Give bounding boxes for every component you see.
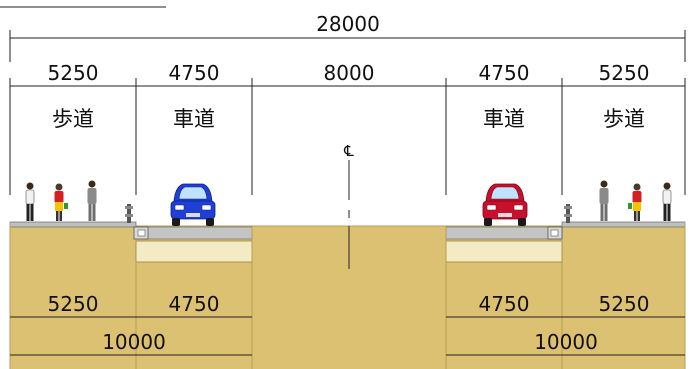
- ground-fill: [10, 226, 685, 369]
- road-pavement-right: [445, 226, 563, 240]
- person-icon: [662, 182, 672, 221]
- curb-inner-right: [550, 229, 559, 237]
- centerline-symbol: ℄: [343, 142, 354, 160]
- person-icon: [87, 180, 97, 221]
- car-icon: [170, 183, 216, 226]
- sidewalk-surface-right: [561, 221, 686, 228]
- person-icon: [628, 183, 642, 221]
- segment-dimensions: 5250 4750 8000 4750 5250: [9, 61, 686, 195]
- segment-width-sidewalk-right: 5250: [599, 61, 650, 85]
- zone-label-roadway-left: 車道: [173, 107, 215, 131]
- guard-post-icon: [125, 204, 133, 223]
- segment-width-median: 8000: [324, 61, 375, 85]
- person-icon: [599, 180, 609, 221]
- segment-width-roadway-left: 4750: [169, 61, 220, 85]
- zone-label-roadway-right: 車道: [483, 107, 525, 131]
- bottom-width-half-right: 10000: [534, 330, 598, 354]
- guard-post-icon: [564, 204, 572, 223]
- bottom-width-roadway-right: 4750: [479, 292, 530, 316]
- segment-width-sidewalk-left: 5250: [48, 61, 99, 85]
- bottom-width-sidewalk-left: 5250: [48, 292, 99, 316]
- person-icon: [54, 183, 68, 221]
- ground-section: [9, 221, 686, 369]
- curb-inner-left: [137, 229, 146, 237]
- base-course-left: [135, 240, 253, 263]
- base-course-right: [445, 240, 563, 263]
- bottom-outer-dimensions: 10000 10000: [10, 330, 685, 356]
- person-icon: [25, 182, 35, 221]
- bottom-width-roadway-left: 4750: [169, 292, 220, 316]
- bottom-inner-dimensions: 5250 4750 4750 5250: [10, 292, 685, 318]
- zone-labels: 歩道 車道 車道 歩道: [52, 107, 645, 131]
- car-icon: [482, 183, 528, 226]
- road-pavement-left: [135, 226, 253, 240]
- zone-label-sidewalk-right: 歩道: [603, 107, 645, 131]
- overall-dimension: 28000: [9, 12, 686, 62]
- zone-label-sidewalk-left: 歩道: [52, 107, 94, 131]
- overall-width-label: 28000: [316, 12, 380, 36]
- sidewalk-surface-left: [9, 221, 137, 228]
- segment-width-roadway-right: 4750: [479, 61, 530, 85]
- centerline: ℄: [343, 142, 354, 269]
- bottom-width-sidewalk-right: 5250: [599, 292, 650, 316]
- bottom-width-half-left: 10000: [102, 330, 166, 354]
